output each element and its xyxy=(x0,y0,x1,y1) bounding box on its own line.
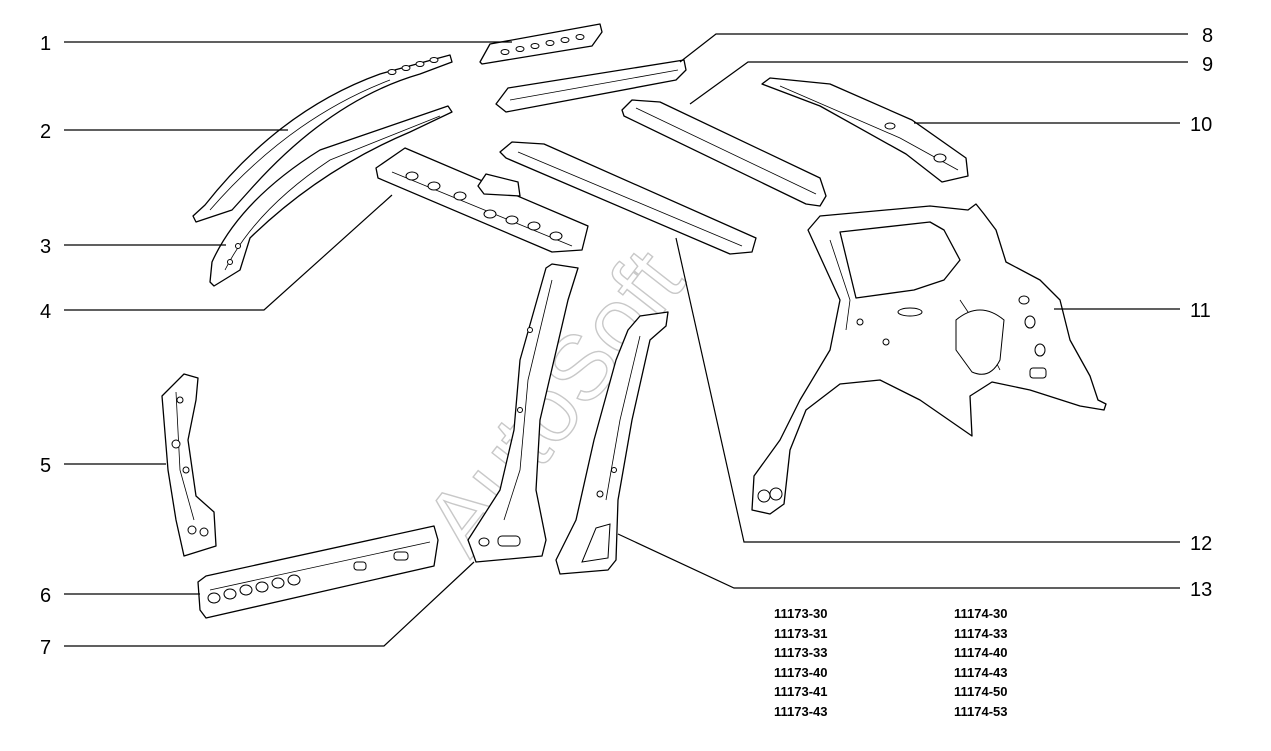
model-code: 11174-53 xyxy=(954,703,1008,719)
leader-12 xyxy=(675,237,1180,543)
leader-4 xyxy=(64,194,393,311)
model-code: 11173-31 xyxy=(774,625,828,641)
model-code: 11173-41 xyxy=(774,684,828,699)
model-code: 11173-30 xyxy=(774,606,828,621)
model-code: 11174-33 xyxy=(954,625,1008,641)
part-7-b-pillar-outer xyxy=(467,263,579,563)
part-8-roof-rail-rear xyxy=(495,59,687,113)
part-5-front-pillar-lower xyxy=(161,373,217,557)
callout-numbers: 1 2 3 4 5 6 7 8 9 10 11 12 13 xyxy=(40,25,1213,659)
callout-7: 7 xyxy=(40,637,51,659)
part-6-sill-panel xyxy=(197,525,439,619)
part-12-roof-longitudinal-rail xyxy=(499,141,757,255)
part-13-b-pillar-inner xyxy=(555,311,669,575)
part-1-roof-rail-front xyxy=(479,23,603,65)
callout-9: 9 xyxy=(1202,54,1213,76)
callout-4: 4 xyxy=(40,301,51,323)
model-code: 11174-40 xyxy=(954,645,1008,660)
part-9-roof-side-rail xyxy=(621,99,827,207)
callout-3: 3 xyxy=(40,236,51,258)
model-code: 11174-50 xyxy=(954,684,1008,699)
model-code-column-left: 11173-30 11173-31 11173-33 11173-40 1117… xyxy=(774,604,828,721)
callout-13: 13 xyxy=(1190,579,1212,601)
model-code: 11173-33 xyxy=(774,645,828,660)
callout-2: 2 xyxy=(40,121,51,143)
model-code: 11174-43 xyxy=(954,664,1008,680)
callout-12: 12 xyxy=(1190,533,1212,555)
callout-1: 1 xyxy=(40,33,51,55)
callout-5: 5 xyxy=(40,455,51,477)
model-code: 11173-43 xyxy=(774,703,828,719)
callout-6: 6 xyxy=(40,585,51,607)
leader-9 xyxy=(689,61,1188,105)
part-2-a-pillar-rail-outer xyxy=(192,54,453,223)
part-4-roof-cross-member-front xyxy=(375,147,589,253)
callout-8: 8 xyxy=(1202,25,1213,47)
part-10-rear-roof-cross-member xyxy=(761,77,969,183)
callout-11: 11 xyxy=(1190,300,1211,322)
part-3-a-pillar-rail-inner xyxy=(209,105,453,287)
leader-7 xyxy=(64,561,475,647)
leader-13 xyxy=(617,533,1180,589)
leader-8 xyxy=(679,33,1188,63)
model-code: 11173-40 xyxy=(774,664,828,680)
part-11-rear-quarter-inner-panel xyxy=(751,203,1107,515)
model-code-column-right: 11174-30 11174-33 11174-40 11174-43 1117… xyxy=(954,604,1008,721)
model-code: 11174-30 xyxy=(954,606,1008,621)
leader-lines xyxy=(64,33,1188,647)
callout-10: 10 xyxy=(1190,114,1212,136)
